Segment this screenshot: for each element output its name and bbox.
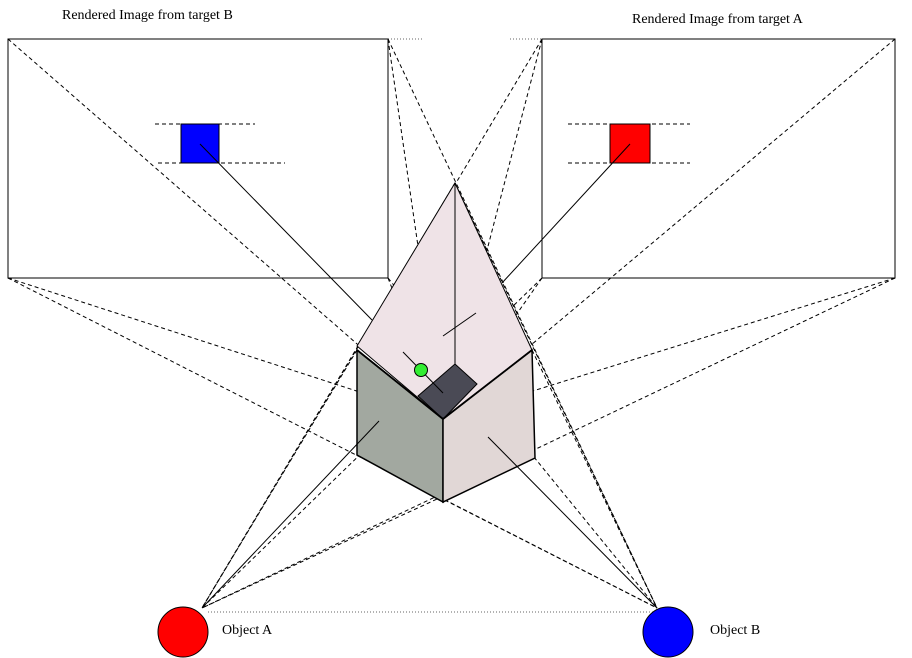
right-square-guides [568,123,690,164]
object-a-circle [157,606,209,658]
camera-dot [414,363,428,377]
panel-connector-lines [208,38,655,613]
right-square [609,123,651,164]
left-square-guides [155,123,285,164]
object-b-circle [642,606,694,658]
object-a-label: Object A [222,623,273,638]
right-panel-title: Rendered Image from target A [632,12,804,27]
ray-lines [199,143,658,609]
right-rendered-panel [541,38,896,279]
left-rendered-panel [7,38,389,279]
object-b-label: Object B [710,623,760,638]
left-panel-title: Rendered Image from target B [62,8,233,23]
